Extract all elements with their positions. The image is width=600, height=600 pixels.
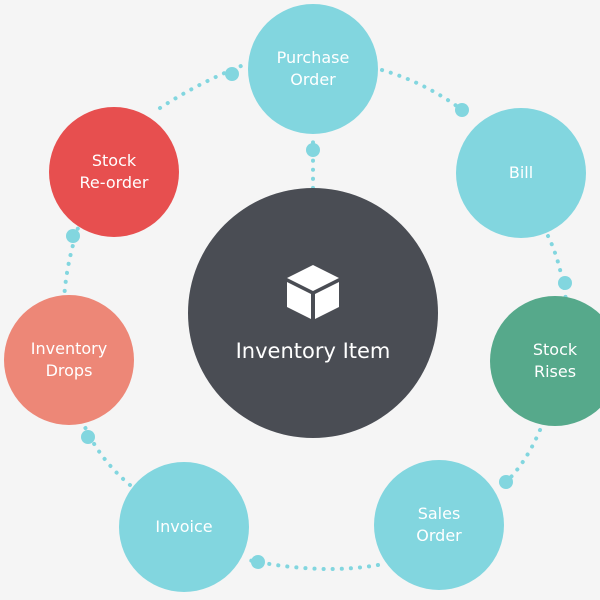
stock-reorder-node[interactable]: Stock Re-order — [49, 107, 179, 237]
connector-sales-order-to-invoice — [246, 558, 380, 571]
box-icon — [287, 265, 339, 319]
connector-dot — [558, 276, 572, 290]
bill-node[interactable]: Bill — [456, 108, 586, 238]
connector-dot — [455, 103, 469, 117]
connector-dot — [499, 475, 513, 489]
connector-invoice-to-inventory-drops — [82, 423, 132, 487]
connector-stock-rises-to-sales-order — [501, 428, 542, 487]
inventory-drops-label: Inventory Drops — [30, 339, 108, 380]
purchase-order-label: Purchase Order — [276, 48, 350, 89]
connector-dot — [306, 143, 320, 157]
connector-dot — [66, 229, 80, 243]
stock-reorder-label: Stock Re-order — [79, 151, 149, 192]
invoice-label: Invoice — [155, 517, 213, 536]
stock-rises-label: Stock Rises — [532, 340, 578, 381]
sales-order-node[interactable]: Sales Order — [374, 460, 504, 590]
inventory-drops-node[interactable]: Inventory Drops — [4, 295, 134, 425]
stock-rises-node[interactable]: Stock Rises — [490, 296, 600, 426]
connector-stock-reorder-to-purchase-order — [158, 62, 248, 110]
connector-dot — [225, 67, 239, 81]
bill-label: Bill — [508, 163, 534, 182]
sales-order-label: Sales Order — [416, 504, 462, 545]
connector-dot — [251, 555, 265, 569]
connector-inventory-drops-to-stock-reorder — [62, 226, 80, 302]
inventory-item-center-node[interactable]: Inventory Item — [188, 188, 438, 438]
connector-bill-to-stock-rises — [546, 234, 568, 302]
connector-dot — [81, 430, 95, 444]
center-node-label: Inventory Item — [235, 339, 391, 363]
purchase-order-node[interactable]: Purchase Order — [248, 4, 378, 134]
invoice-node[interactable]: Invoice — [119, 462, 249, 592]
